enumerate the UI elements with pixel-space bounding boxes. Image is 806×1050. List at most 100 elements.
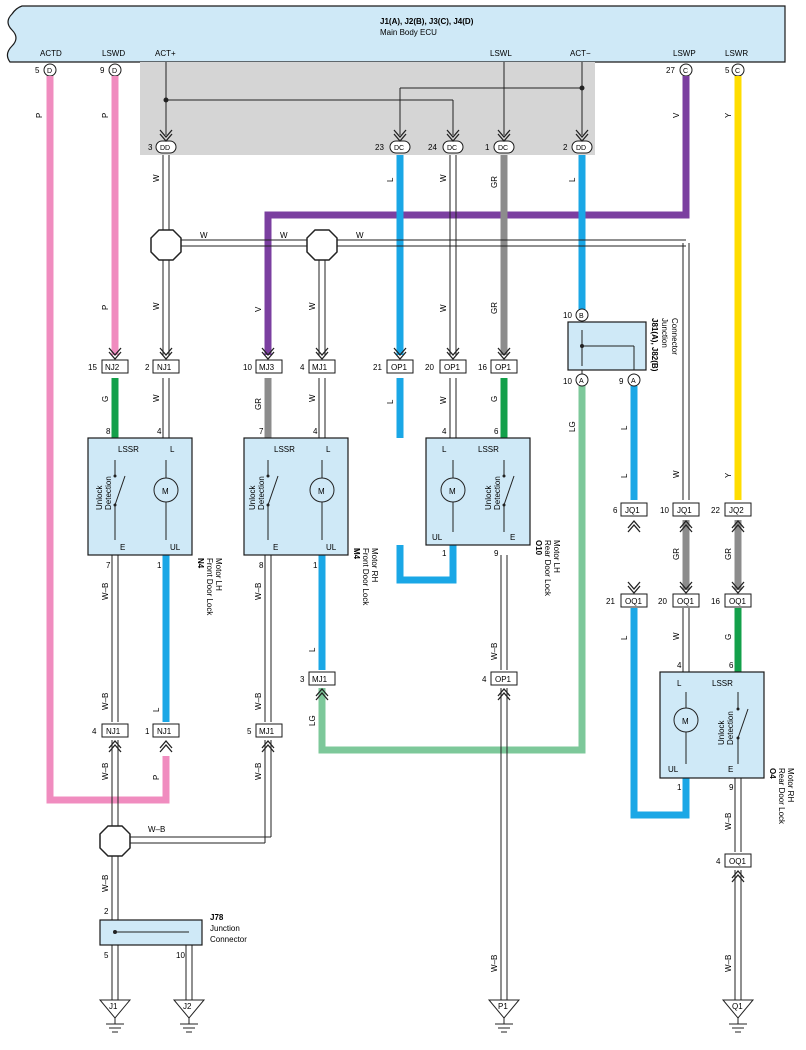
op1-label-2: OP1 [444,363,461,372]
n4-label: N4 Front Door Lock Motor LH [196,558,223,616]
wl-w-2: W [152,302,161,310]
pin-10: 10 [243,363,252,372]
o4-ul: UL [668,765,679,774]
mj3-box [255,359,283,374]
n4-ul: UL [170,543,181,552]
j81-b-circle [575,308,589,322]
o10-unlock: Unlock [484,485,493,510]
wire-blue-o10-loop [396,545,457,584]
o4-motor-m: M [682,717,689,726]
m4-ul: UL [326,543,337,552]
o10-lssr: LSSR [478,445,499,454]
ground-j2-label: J2 [183,1002,192,1011]
pin-2: 2 [145,363,150,372]
mj1-label-lower-1: MJ1 [259,727,275,736]
wl-wb-8: W–B [148,825,165,834]
ecu-pin-lswr-conn: C [735,68,740,75]
oq1-pin-4: 4 [716,857,721,866]
wl-g-2: G [490,396,499,402]
o4-unlock: Unlock [717,720,726,745]
ecu-pin-lswd-label: LSWD [102,49,125,58]
j81-pin-10a: 10 [563,377,572,386]
ecu-pin-lswp-num: 27 [666,66,675,75]
wire-labels: P P P P V V Y Y W W W W W W W W W W W W … [35,112,733,972]
o4-name: Rear Door Lock [777,768,786,825]
op1-label-3: OP1 [495,363,512,372]
ecu-pin-actd-num: 5 [35,66,40,75]
wl-w-9: W [439,174,448,182]
ecu-pin-lswr-num: 5 [725,66,730,75]
ecu-pin-actd-label: ACTD [40,49,62,58]
wl-gr-2: GR [490,302,499,314]
n4-pin-4: 4 [157,427,162,436]
ecu-pin-lswp-conn: C [683,68,688,75]
o10-pin-9: 9 [494,549,499,558]
wl-gr-3: GR [254,398,263,410]
white-wires [162,155,690,672]
oq1-box-1 [620,593,648,608]
oq1-box-2 [672,593,700,608]
pin-20: 20 [425,363,434,372]
o10-name: Rear Door Lock [543,540,552,597]
wl-w-3: W [152,394,161,402]
wl-l-5: L [620,473,629,478]
o4-name2: Motor RH [786,768,795,802]
mj1-label: MJ1 [312,363,328,372]
op1-box-1 [386,359,414,374]
mj3-label: MJ3 [259,363,275,372]
arrow-marks [108,129,745,883]
wl-p-1: P [35,113,44,118]
o10-pin-1: 1 [442,549,447,558]
wl-l-3: L [568,177,577,182]
wl-g-1: G [101,396,110,402]
o10-motor-m: M [449,487,456,496]
op1-label-1: OP1 [391,363,408,372]
j78-pin-2: 2 [104,907,109,916]
wl-l-1: L [386,177,395,182]
nj1-label: NJ1 [157,363,172,372]
op1-box-3 [490,359,518,374]
oq1-label-3: OQ1 [729,597,746,606]
oq1-box-3 [724,593,752,608]
o10-label: O10 Rear Door Lock Motor LH [534,540,561,597]
j81-a-circle-2 [627,373,641,387]
jq1-pin-6: 6 [613,506,618,515]
ground-p1-label: P1 [498,1002,508,1011]
nj1-box-lower-1 [101,723,129,738]
ecu-pin-lswp-label: LSWP [673,49,696,58]
op1-box-2 [439,359,467,374]
lower-pin-conn-1: DD [160,145,170,152]
wl-v-1: V [672,112,681,118]
lower-connectors: 4 NJ1 1 NJ1 5 MJ1 3 MJ1 4 OP1 4 OQ1 [92,671,752,868]
n4-pin-7: 7 [106,561,111,570]
wl-l-4: L [620,425,629,430]
m4-pin-1: 1 [313,561,318,570]
oq1-box-lower [724,853,752,868]
wl-p-3: P [101,305,110,310]
wl-v-2: V [254,306,263,312]
j78-pin-10: 10 [176,951,185,960]
oq1-pin-21: 21 [606,597,615,606]
o10-ul: UL [432,533,443,542]
n4-id: N4 [196,558,205,569]
n4-name2: Motor LH [214,558,223,591]
j78-name: Junction [210,924,240,933]
m4-label: M4 Front Door Lock Motor RH [352,548,379,606]
wl-wb-2: W–B [101,693,110,710]
ecu-pin-lswd-conn: D [112,68,117,75]
ecu-pin-lswl-label: LSWL [490,49,512,58]
lower-pin-conn-4: DC [498,145,508,152]
pin-21: 21 [373,363,382,372]
splice-2 [306,229,338,261]
wl-w-1: W [152,174,161,182]
o4-detection: Detection [726,711,735,745]
lower-pin-conn-2: DC [394,145,404,152]
ground-j2: J2 [172,999,206,1033]
jq2-box [724,502,752,517]
wl-wb-5: W–B [254,583,263,600]
o10-pin-6: 6 [494,427,499,436]
grounds: J1 J2 P1 Q1 [98,999,755,1033]
wl-gr-4: GR [672,548,681,560]
motor-pin-numbers: 8 4 7 1 7 4 8 1 4 6 1 9 4 6 1 9 [106,427,734,792]
wl-wb-1: W–B [101,583,110,600]
